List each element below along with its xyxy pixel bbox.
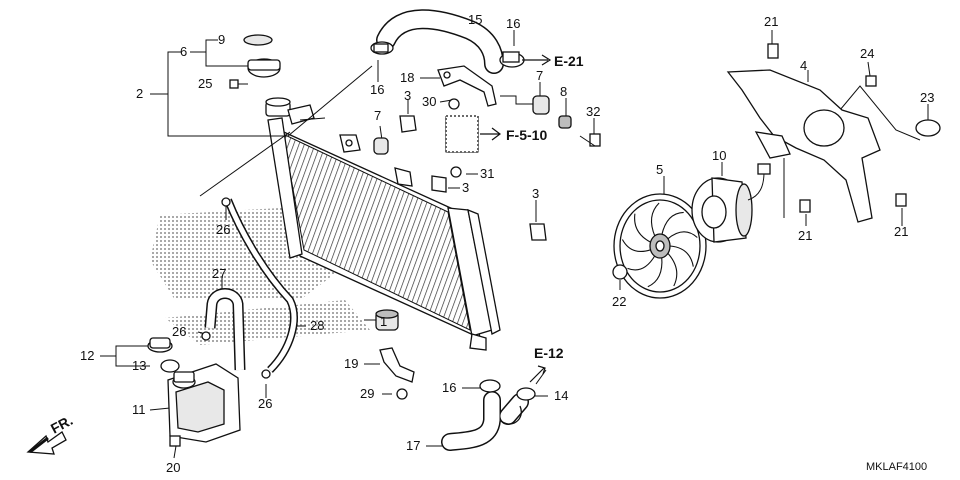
callout-7a: 7 xyxy=(374,108,381,123)
callout-19: 19 xyxy=(344,356,358,371)
callout-23: 23 xyxy=(920,90,934,105)
cooling-fan xyxy=(613,193,707,299)
reference-arrows xyxy=(445,54,552,383)
callout-3b: 3 xyxy=(462,180,469,195)
direction-label: FR. xyxy=(48,412,75,437)
callout-18: 18 xyxy=(400,70,414,85)
callout-26c: 26 xyxy=(258,396,272,411)
callout-2: 2 xyxy=(136,86,143,101)
callout-28: 28 xyxy=(310,318,324,333)
diagram-code: MKLAF4100 xyxy=(866,461,927,473)
callout-3c: 3 xyxy=(532,186,539,201)
fan-blade xyxy=(650,202,660,237)
callout-9: 9 xyxy=(218,32,225,47)
radiator-cap-set xyxy=(229,34,281,89)
fan-blade xyxy=(621,239,651,253)
upper-hose xyxy=(370,9,525,74)
callout-24: 24 xyxy=(860,46,874,61)
lower-hose xyxy=(441,379,536,451)
callout-12: 12 xyxy=(80,348,94,363)
leader-lines xyxy=(100,26,929,459)
ref-e12: E-12 xyxy=(534,345,564,361)
fan-shroud xyxy=(726,69,881,223)
ref-f510: F-5-10 xyxy=(506,127,547,143)
callout-1: 1 xyxy=(380,314,387,329)
stay-bracket xyxy=(437,65,497,110)
fan-blade xyxy=(669,245,694,267)
fan-blade xyxy=(627,255,656,271)
callout-16b: 16 xyxy=(370,82,384,97)
callout-29: 29 xyxy=(360,386,374,401)
callout-5: 5 xyxy=(656,162,663,177)
callout-25: 25 xyxy=(198,76,212,91)
callout-14: 14 xyxy=(554,388,568,403)
fan-hardware xyxy=(612,43,941,280)
callout-21a: 21 xyxy=(764,14,778,29)
callout-20: 20 xyxy=(166,460,180,475)
siphon-hoses xyxy=(201,197,298,379)
fan-blade xyxy=(667,231,698,240)
callout-17: 17 xyxy=(406,438,420,453)
callout-numbers: 1 2 3 3 3 4 5 6 7 7 8 9 10 11 12 13 14 1… xyxy=(80,12,934,475)
lower-mounts xyxy=(375,309,415,400)
callout-4: 4 xyxy=(800,58,807,73)
callout-16a: 16 xyxy=(506,16,520,31)
fan-blade xyxy=(647,256,663,288)
callout-3a: 3 xyxy=(404,88,411,103)
callout-26a: 26 xyxy=(216,222,230,237)
callout-30: 30 xyxy=(422,94,436,109)
fan-blade xyxy=(634,213,651,243)
callout-26b: 26 xyxy=(172,324,186,339)
callout-21b: 21 xyxy=(798,228,812,243)
callout-13: 13 xyxy=(132,358,146,373)
reserve-tank xyxy=(147,337,241,447)
callout-8: 8 xyxy=(560,84,567,99)
callout-21c: 21 xyxy=(894,224,908,239)
callout-27: 27 xyxy=(212,266,226,281)
ref-e21: E-21 xyxy=(554,53,584,69)
callout-16c: 16 xyxy=(442,380,456,395)
fan-blade xyxy=(661,211,684,236)
callout-6: 6 xyxy=(180,44,187,59)
callout-32: 32 xyxy=(586,104,600,119)
callout-22: 22 xyxy=(612,294,626,309)
callout-31: 31 xyxy=(480,166,494,181)
callout-7b: 7 xyxy=(536,68,543,83)
fan-blade xyxy=(667,252,678,287)
callout-15: 15 xyxy=(468,12,482,27)
callout-11: 11 xyxy=(132,402,146,417)
front-direction-arrow: FR. xyxy=(26,412,75,455)
callout-10: 10 xyxy=(712,148,726,163)
grommet-collar-set xyxy=(373,95,601,155)
radiator-assembly xyxy=(265,97,501,351)
fan-motor xyxy=(691,163,771,243)
